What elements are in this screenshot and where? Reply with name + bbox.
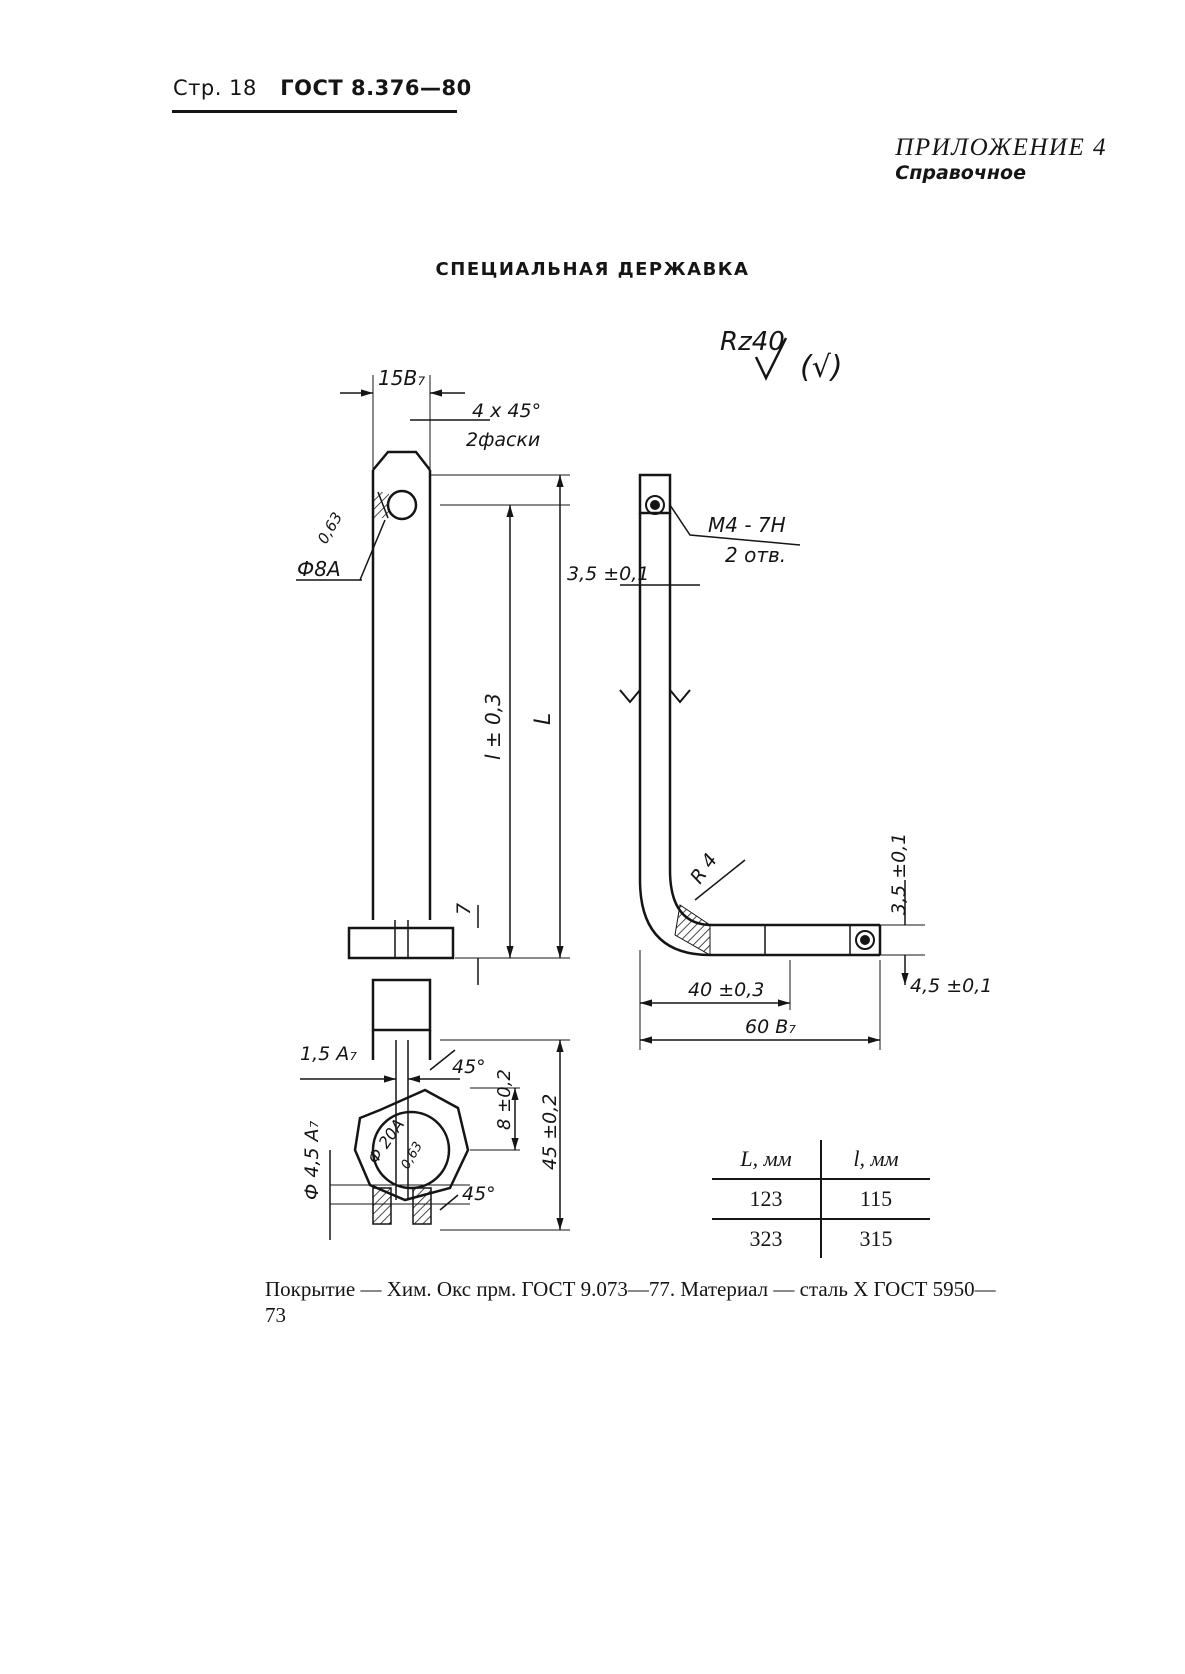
dim-60-label: 60 B₇ [745,1016,796,1038]
dimensions-table: L, мм l, мм 123 115 323 315 [712,1140,930,1258]
chamfer-label: 4 x 45° [472,400,541,422]
table-row: 123 115 [712,1179,930,1220]
dim-8-label: 8 ±0,2 [494,1069,515,1130]
table-cell: 323 [712,1219,822,1258]
offset-label: 3,5 ±0,1 [567,563,649,585]
roughness-label: Rz40 [720,327,785,357]
holder-outer-edge [638,513,880,957]
dim-45-label: 45 ±0,2 [539,1094,561,1170]
table-row: 323 315 [712,1219,930,1258]
bar-outline [371,470,432,920]
bore-roughness-label: 0,63 [398,1139,425,1172]
dim-40-label: 40 ±0,3 [688,979,764,1001]
hole-dia-label: Ф8A [297,557,341,581]
header-rule [172,110,457,113]
hole-8a [386,489,418,521]
standard-number: ГОСТ 8.376—80 [280,76,472,100]
thread-label: M4 - 7H [708,513,786,537]
appendix-title: ПРИЛОЖЕНИЕ 4 [895,134,1107,161]
document-title: СПЕЦИАЛЬНАЯ ДЕРЖАВКА [435,259,750,280]
clamp-top-block [371,978,432,1032]
chamfer-count-label: 2фаски [466,429,540,451]
roughness-check-mark [754,337,788,381]
bore-20a [371,1110,451,1190]
offset-h-label: 4,5 ±0,1 [910,975,992,997]
page-header: Стр. 18 ГОСТ 8.376—80 [173,76,472,100]
hole-small-label: Ф 4,5 A₇ [301,1120,323,1200]
appendix-subtitle: Справочное [895,162,1026,184]
coating-material-note: Покрытие — Хим. Окс прм. ГОСТ 9.073—77. … [265,1277,996,1327]
length-l-label: l ± 0,3 [481,693,505,760]
page-number: Стр. 18 [173,76,257,100]
table-header-l: l, мм [821,1140,930,1180]
table-header-L: L, мм [712,1140,822,1180]
roughness-063-label: 0,63 [314,509,346,547]
dim-width-label: 15B₇ [378,366,425,390]
slot-label: 1,5 A₇ [300,1043,357,1065]
appendix-label: ПРИЛОЖЕНИЕ 4 Справочное [895,134,1107,184]
length-L-label: L [531,713,556,725]
table-cell: 115 [821,1179,930,1220]
dim-7-label: 7 [453,903,475,915]
table-cell: 315 [859,1226,893,1251]
base-foot [347,926,455,960]
offset-v-label: 3,5 ±0,1 [888,833,910,915]
thread-count-label: 2 отв. [725,543,786,567]
table-cell: 123 [712,1179,822,1220]
roughness-symbol: (√) [800,350,843,385]
angle-bottom-label: 45° [462,1183,496,1205]
angle-top-label: 45° [452,1056,486,1078]
